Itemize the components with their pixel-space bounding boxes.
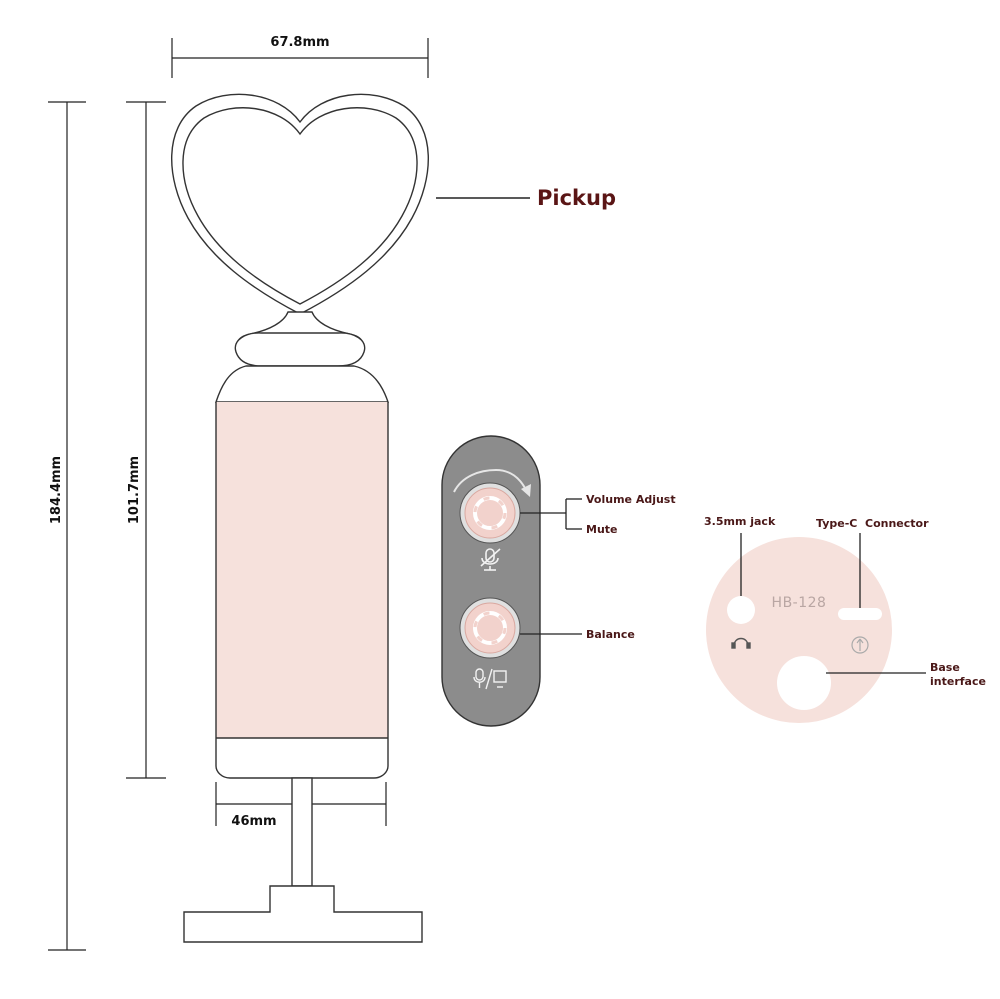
pickup-label: Pickup (537, 186, 616, 210)
dimension-width-top (171, 38, 429, 78)
heart-pickup-head (171, 93, 429, 315)
volume-adjust-label: Volume Adjust (586, 493, 676, 506)
rotate-arrowhead (521, 484, 531, 497)
mic-body (215, 402, 389, 779)
dimension-total-height-label: 184.4mm (49, 456, 64, 524)
mic-neck (215, 311, 389, 403)
dimension-width-label: 67.8mm (270, 35, 329, 50)
mic-stand (183, 777, 423, 943)
mute-label: Mute (586, 523, 618, 536)
balance-label: Balance (586, 628, 635, 641)
bottom-callout-lines (740, 533, 926, 674)
bottom-panel (706, 537, 892, 723)
control-panel (441, 435, 541, 727)
dimension-body-height (126, 101, 166, 779)
balance-knob[interactable] (459, 597, 521, 659)
typec-label: Type-C Connector (816, 517, 929, 530)
dimension-total-height (48, 101, 86, 951)
mic-monitor-icon (473, 668, 507, 690)
type-c-port[interactable] (838, 608, 882, 620)
mic-mute-icon (480, 548, 501, 571)
dimension-body-height-label: 101.7mm (127, 456, 142, 524)
headphone-icon (731, 637, 751, 649)
base-label-line2: interface (930, 675, 986, 688)
model-number: HB-128 (772, 595, 827, 611)
rotate-arrow-icon (453, 468, 527, 493)
usb-icon (851, 636, 869, 654)
dimension-body-width-label: 46mm (231, 814, 276, 829)
base-label-line1: Base (930, 661, 960, 674)
jack-label: 3.5mm jack (704, 515, 776, 528)
volume-knob[interactable] (459, 482, 521, 544)
panel-callout-lines (520, 498, 582, 635)
base-interface-hole (777, 656, 831, 710)
headphone-jack[interactable] (727, 596, 755, 624)
